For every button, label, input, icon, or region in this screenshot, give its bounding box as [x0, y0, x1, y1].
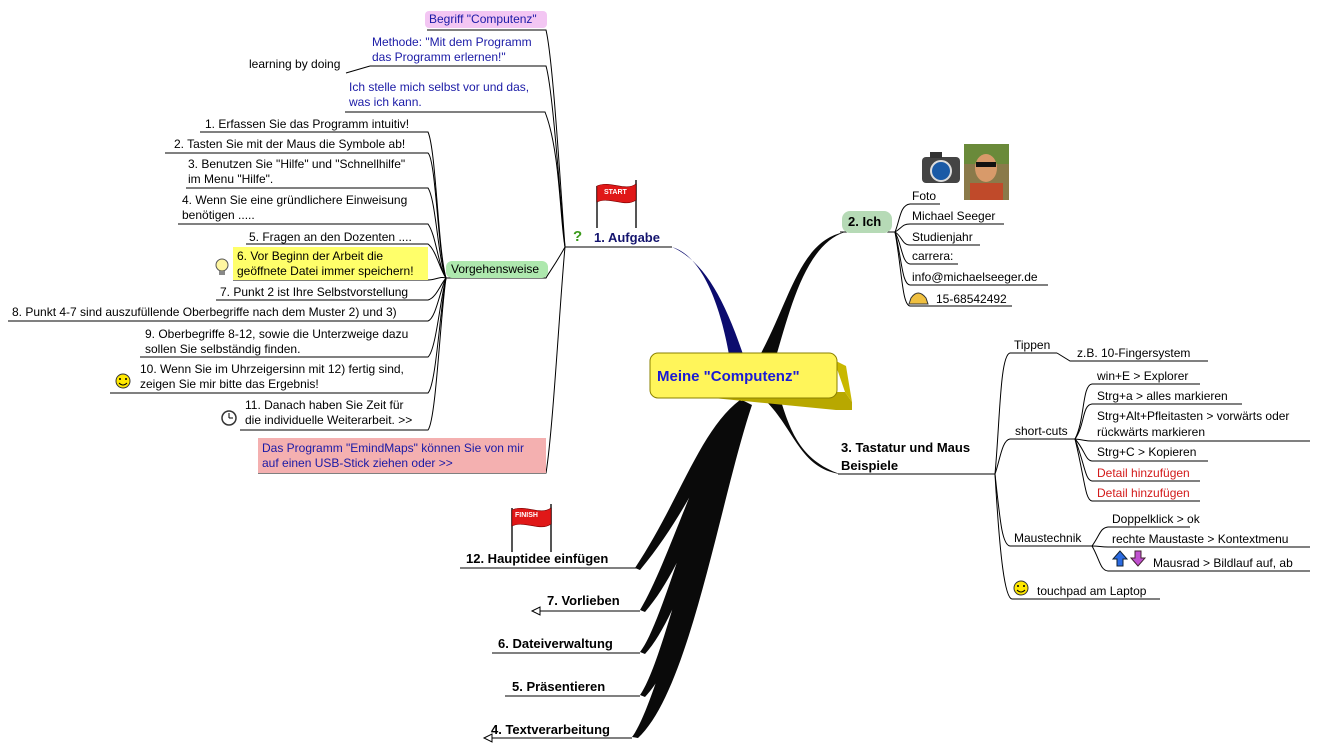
smiley-icon [115, 373, 131, 389]
step-1[interactable]: 1. Erfassen Sie das Programm intuitiv! [205, 117, 410, 131]
branch-ich-label[interactable]: 2. Ich [848, 214, 882, 229]
stelle-label-line2[interactable]: was ich kann. [349, 95, 422, 109]
maus-item-1[interactable]: Doppelklick > ok [1112, 512, 1200, 526]
learning-label[interactable]: learning by doing [249, 57, 341, 71]
ich-item-name[interactable]: Michael Seeger [912, 209, 996, 223]
touchpad-label[interactable]: touchpad am Laptop [1037, 584, 1147, 598]
ich-bg [842, 211, 892, 233]
branch-connector-tastatur [765, 398, 840, 474]
maustechnik-label[interactable]: Maustechnik [1014, 531, 1082, 545]
phone-icon [908, 292, 929, 305]
step-11-line2[interactable]: die individuelle Weiterarbeit. >> [245, 413, 413, 427]
step-11-line1[interactable]: 11. Danach haben Sie Zeit für [245, 398, 404, 412]
lightbulb-icon [215, 258, 229, 275]
left-branch-lines [460, 567, 640, 743]
step-4-line2[interactable]: benötigen ..... [182, 208, 255, 222]
shortcut-item-detail-2[interactable]: Detail hinzufügen [1097, 486, 1190, 500]
shortcut-item-3-line2[interactable]: rückwärts markieren [1097, 425, 1206, 439]
ich-item-studienjahr[interactable]: Studienjahr [912, 230, 973, 244]
branch-textverarbeitung-label[interactable]: 4. Textverarbeitung [491, 722, 610, 737]
step-9-line2[interactable]: sollen Sie selbständig finden. [145, 342, 301, 356]
ich-item-carrera[interactable]: carrera: [912, 249, 954, 263]
begriff-label[interactable]: Begriff "Computenz" [429, 12, 537, 26]
vorgehensweise-label[interactable]: Vorgehensweise [451, 262, 540, 276]
ich-item-foto[interactable]: Foto [912, 189, 937, 203]
smiley-icon [1013, 580, 1029, 596]
start-flag-text: START [604, 189, 627, 196]
step6-bg [233, 247, 428, 280]
tippen-sub-label[interactable]: z.B. 10-Fingersystem [1077, 346, 1191, 360]
programm-label-line1[interactable]: Das Programm "EmindMaps" können Sie von … [262, 441, 524, 455]
branch-aufgabe-label[interactable]: 1. Aufgabe [594, 230, 660, 245]
shortcut-item-3-line1[interactable]: Strg+Alt+Pfleitasten > vorwärts oder [1097, 409, 1290, 423]
branch-dateiverwaltung-label[interactable]: 6. Dateiverwaltung [498, 636, 613, 651]
tippen-label[interactable]: Tippen [1014, 338, 1051, 352]
branch-tastatur-label-line1[interactable]: 3. Tastatur und Maus [841, 440, 971, 455]
methode-label-line2[interactable]: das Programm erlernen!" [372, 50, 506, 64]
step-8[interactable]: 8. Punkt 4-7 sind auszufüllende Oberbegr… [12, 305, 397, 319]
branch-connector-ich [760, 232, 845, 360]
clock-icon [221, 410, 237, 426]
begriff-bg [425, 11, 547, 28]
camera-icon [922, 152, 960, 183]
branch-hauptidee-label[interactable]: 12. Hauptidee einfügen [466, 551, 609, 566]
center-node-label: Meine "Computenz" [657, 368, 800, 385]
ich-item-phone[interactable]: 15-68542492 [936, 292, 1007, 306]
branch-vorlieben-label[interactable]: 7. Vorlieben [547, 593, 620, 608]
step-2[interactable]: 2. Tasten Sie mit der Maus die Symbole a… [174, 137, 406, 151]
branch1-lines [8, 29, 672, 474]
programm-bg [258, 438, 546, 473]
branch-connector-left-bundle [632, 400, 752, 738]
start-flag-icon [596, 180, 637, 228]
ich-item-email[interactable]: info@michaelseeger.de [912, 270, 1038, 284]
question-icon: ? [573, 228, 582, 245]
branch3-lines [838, 352, 1310, 600]
step-4-line1[interactable]: 4. Wenn Sie eine gründlichere Einweisung [182, 193, 408, 207]
arrow-up-icon [1111, 550, 1129, 567]
branch-tastatur-label-line2[interactable]: Beispiele [841, 458, 899, 473]
stelle-label-line1[interactable]: Ich stelle mich selbst vor und das, [349, 80, 530, 94]
finish-flag-text: FINISH [515, 512, 538, 519]
step-10-line1[interactable]: 10. Wenn Sie im Uhrzeigersinn mit 12) fe… [140, 362, 404, 376]
step-7[interactable]: 7. Punkt 2 ist Ihre Selbstvorstellung [220, 285, 409, 299]
programm-label-line2[interactable]: auf einen USB-Stick ziehen oder >> [262, 456, 453, 470]
center-node[interactable] [649, 352, 852, 410]
shortcut-item-2[interactable]: Strg+a > alles markieren [1097, 389, 1228, 403]
vorgehensweise-bg [446, 261, 548, 278]
maus-item-3[interactable]: Mausrad > Bildlauf auf, ab [1153, 556, 1293, 570]
shortcut-item-4[interactable]: Strg+C > Kopieren [1097, 445, 1197, 459]
step-6-line2[interactable]: geöffnete Datei immer speichern! [237, 264, 414, 278]
finish-flag-icon [511, 504, 552, 552]
step-3-line2[interactable]: im Menu "Hilfe". [188, 172, 274, 186]
shortcuts-label[interactable]: short-cuts [1015, 424, 1068, 438]
arrow-down-icon [1129, 550, 1147, 567]
step-3-line1[interactable]: 3. Benutzen Sie "Hilfe" und "Schnellhilf… [188, 157, 406, 171]
maus-item-2[interactable]: rechte Maustaste > Kontextmenu [1112, 532, 1289, 546]
step-9-line1[interactable]: 9. Oberbegriffe 8-12, sowie die Unterzwe… [145, 327, 409, 341]
svg-text:?: ? [573, 228, 582, 245]
branch-connector-aufgabe [672, 247, 745, 360]
shortcut-item-1[interactable]: win+E > Explorer [1097, 369, 1189, 383]
step-6-line1[interactable]: 6. Vor Beginn der Arbeit die [237, 249, 384, 263]
portrait-icon [964, 144, 1009, 200]
shortcut-item-detail-1[interactable]: Detail hinzufügen [1097, 466, 1190, 480]
branch-praesentieren-label[interactable]: 5. Präsentieren [512, 679, 606, 694]
step-10-line2[interactable]: zeigen Sie mir bitte das Ergebnis! [140, 377, 319, 391]
methode-label-line1[interactable]: Methode: "Mit dem Programm [372, 35, 532, 49]
step-5[interactable]: 5. Fragen an den Dozenten .... [249, 230, 412, 244]
